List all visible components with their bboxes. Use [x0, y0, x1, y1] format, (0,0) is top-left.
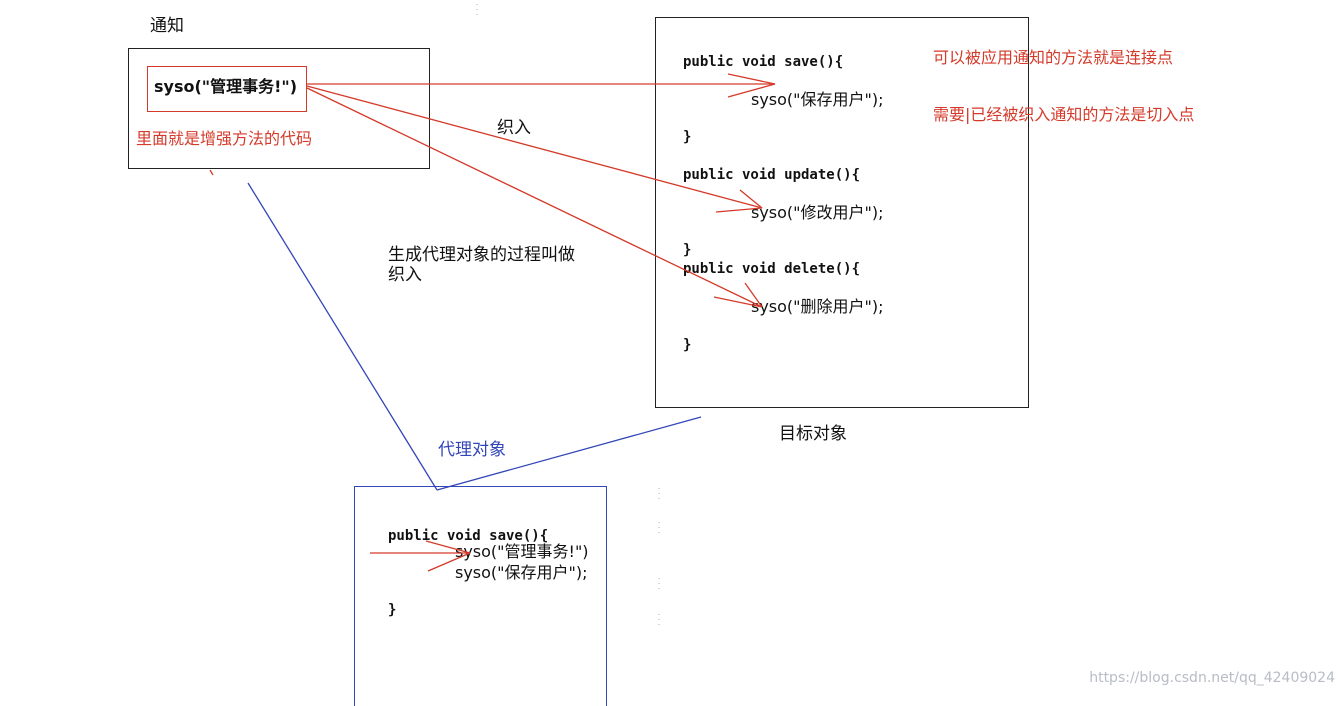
proxy-line1-text: syso("管理事务!") — [455, 542, 589, 561]
advice-code-box — [147, 66, 307, 112]
proxy-title: 代理对象 — [438, 440, 506, 460]
target-update-close: } — [683, 242, 692, 258]
advice-note: 里面就是增强方法的代码 — [136, 129, 313, 148]
proxy-signature: public void save(){ — [388, 528, 549, 544]
advice-code-text: syso("管理事务!") — [154, 77, 298, 96]
target-delete-body-text: syso("删除用户"); — [751, 297, 884, 316]
target-update-body-text: syso("修改用户"); — [751, 203, 884, 222]
target-delete-body: syso("删除用户"); — [751, 298, 884, 317]
proxy-line2-text: syso("保存用户"); — [455, 563, 588, 582]
target-update-signature: public void update(){ — [683, 167, 861, 183]
pointcut-note: 需要|已经被织入通知的方法是切入点 — [933, 105, 1195, 124]
weaving-description-line1: 生成代理对象的过程叫做 — [388, 245, 575, 265]
target-update-body: syso("修改用户"); — [751, 204, 884, 223]
proxy-box — [354, 486, 607, 706]
watermark: https://blog.csdn.net/qq_42409024 — [1089, 670, 1335, 686]
target-save-signature: public void save(){ — [683, 54, 844, 70]
join-point-note: 可以被应用通知的方法就是连接点 — [933, 48, 1174, 67]
target-save-body: syso("保存用户"); — [751, 91, 884, 110]
target-save-close: } — [683, 129, 692, 145]
target-delete-close: } — [683, 337, 692, 353]
target-title: 目标对象 — [779, 424, 847, 444]
proxy-close: } — [388, 602, 397, 618]
target-delete-signature: public void delete(){ — [683, 261, 861, 277]
proxy-line2: syso("保存用户"); — [455, 564, 588, 583]
weaving-label: 织入 — [497, 118, 531, 138]
advice-title: 通知 — [150, 16, 184, 36]
proxy-line1: syso("管理事务!") — [455, 543, 589, 562]
advice-code: syso("管理事务!") — [154, 78, 297, 97]
target-save-body-text: syso("保存用户"); — [751, 90, 884, 109]
weaving-description-line2: 织入 — [388, 265, 422, 285]
